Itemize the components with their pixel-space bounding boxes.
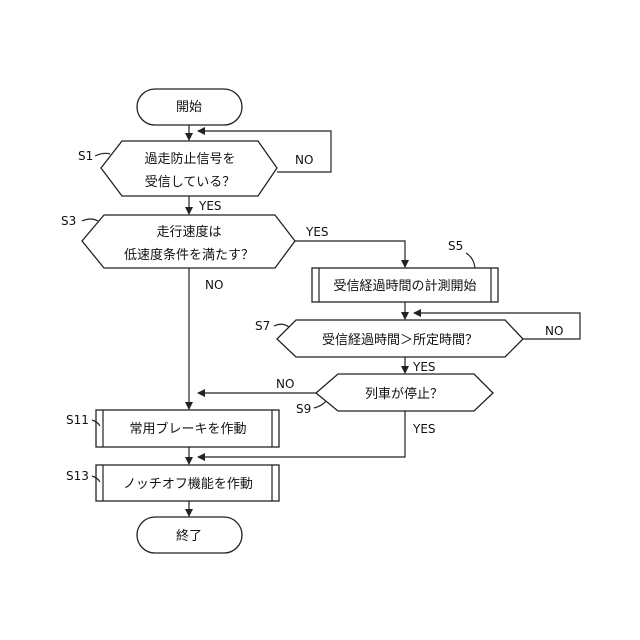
- step-label-s7: S7: [255, 319, 270, 333]
- s9-label: 列車が停止？: [365, 386, 443, 402]
- s9-no-label: NO: [276, 377, 294, 391]
- s3-yes-label: YES: [305, 225, 329, 239]
- s3-label-line2: 低速度条件を満たす？: [124, 247, 254, 263]
- step-label-s3: S3: [61, 214, 76, 228]
- s5-label: 受信経過時間の計測開始: [333, 278, 476, 294]
- s1-leader: [95, 153, 110, 156]
- edge-s3-yes-s5: [295, 241, 405, 267]
- s9-yes-label: YES: [412, 422, 436, 436]
- s5-leader: [466, 253, 475, 268]
- step-label-s11: S11: [66, 413, 89, 427]
- end-label: 終了: [176, 528, 202, 544]
- s1-label-line1: 過走防止信号を: [144, 151, 235, 167]
- s1-label-line2: 受信している？: [145, 175, 236, 190]
- step-label-s5: S5: [448, 239, 463, 253]
- step-label-s1: S1: [78, 149, 93, 163]
- s13-label: ノッチオフ機能を作動: [123, 477, 253, 492]
- step-label-s9: S9: [296, 402, 311, 416]
- s11-label: 常用ブレーキを作動: [129, 421, 246, 437]
- s1-yes-label: YES: [198, 199, 222, 213]
- s3-no-label: NO: [205, 278, 223, 292]
- s1-no-label: NO: [295, 153, 313, 167]
- s7-leader: [274, 324, 289, 327]
- s7-no-label: NO: [545, 324, 563, 338]
- s7-label: 受信経過時間＞所定時間？: [322, 333, 478, 348]
- s9-leader: [314, 401, 326, 408]
- s3-label-line1: 走行速度は: [156, 224, 221, 240]
- step-label-s13: S13: [66, 469, 89, 483]
- s3-leader: [82, 219, 98, 221]
- start-label: 開始: [176, 100, 202, 115]
- s7-yes-label: YES: [412, 360, 436, 374]
